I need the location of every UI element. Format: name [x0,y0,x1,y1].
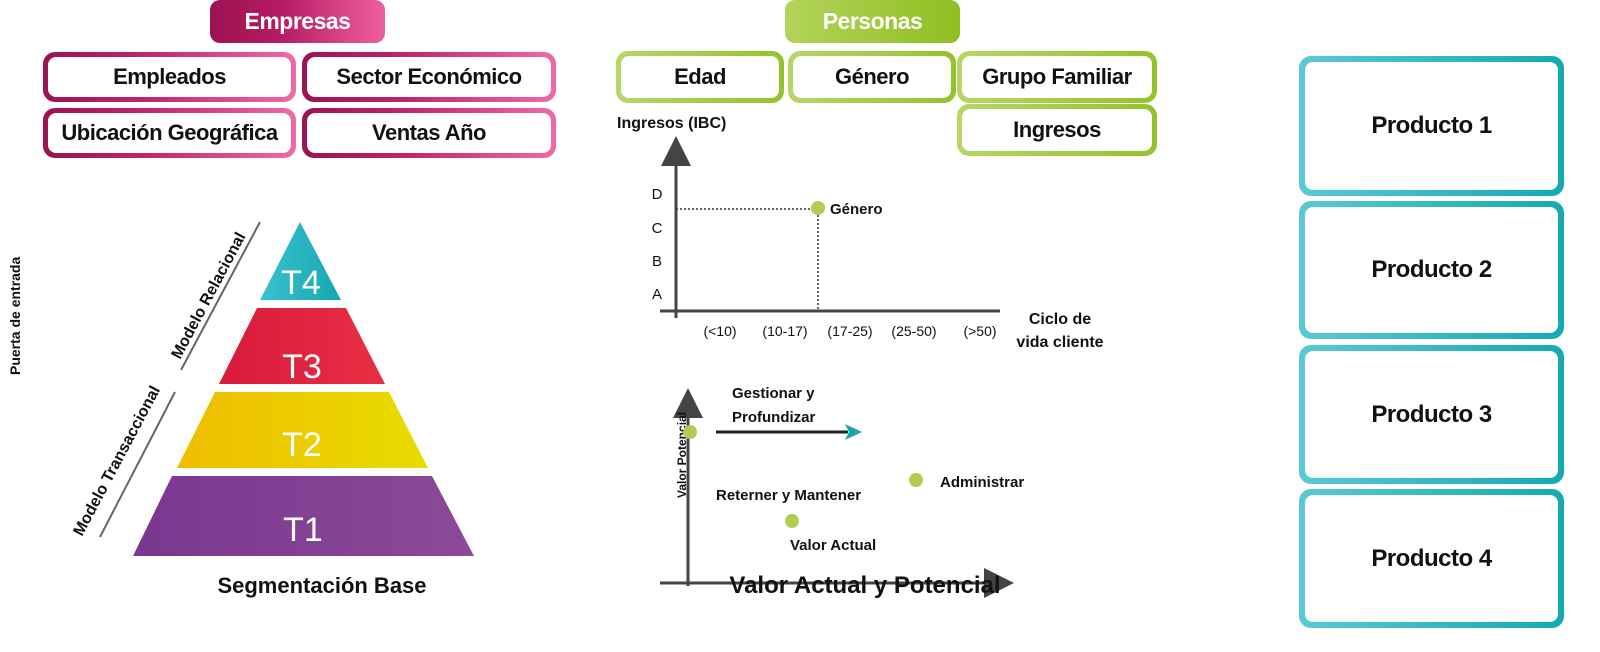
chart-ciclo-vida: Ingresos (IBC) D C B A (<10) (10-17) (17… [617,115,1104,351]
tier-label-t4: T4 [281,264,321,302]
tier-t1 [133,476,474,556]
chart1-y-label: Ingresos (IBC) [617,115,726,132]
chart1-xtick: (>50) [963,323,996,339]
chart1-x-label-1: Ciclo de [1029,311,1091,328]
empresas-box-sector: Sector Económico [302,52,556,102]
box-label: Ubicación Geográfica [48,113,291,153]
chart2-gestionar-label-2: Profundizar [732,409,815,426]
producto-label: Producto 3 [1305,351,1558,478]
chart1-xtick: (25-50) [891,323,936,339]
chart1-point-genero [811,201,825,215]
producto-4: Producto 4 [1299,489,1564,628]
tier-t3 [219,308,385,384]
personas-title: Personas [822,8,923,34]
personas-box-genero: Género [788,51,956,103]
modelo-relacional-label: Modelo Relacional [169,230,250,362]
chart1-ytick: D [652,186,663,203]
box-label: Sector Económico [307,57,551,97]
producto-1: Producto 1 [1299,56,1564,196]
empresas-box-empleados: Empleados [43,52,296,102]
personas-header: Personas [785,0,960,43]
chart2-gestionar-label-1: Gestionar y [732,385,815,402]
chart2-point-valor-actual [785,514,799,528]
relacional-divider [180,221,261,371]
empresas-title: Empresas [244,8,351,34]
pyramid: T4 T3 T2 T1 Modelo Relacional Modelo Tra… [7,221,474,598]
diagram-canvas: T4 T3 T2 T1 Modelo Relacional Modelo Tra… [7,115,1104,599]
segmentacion-base-label: Segmentación Base [217,573,426,598]
chart-valor: Valor Potencial Valor Actual y Potencial… [660,385,1024,599]
empresas-box-ubicacion: Ubicación Geográfica [43,108,296,158]
tier-label-t2: T2 [282,426,322,464]
modelo-transaccional-label: Modelo Transaccional [71,383,164,539]
personas-box-edad: Edad [616,51,784,103]
personas-box-grupo-familiar: Grupo Familiar [957,51,1157,103]
chart2-x-label: Valor Actual y Potencial [729,572,1000,599]
tier-t4 [260,222,341,300]
box-label: Género [793,56,951,98]
producto-label: Producto 1 [1305,62,1558,190]
chart1-xtick: (17-25) [827,323,872,339]
chart2-y-label: Valor Potencial [675,412,689,498]
tier-label-t3: T3 [282,348,322,386]
transaccional-divider [99,391,176,538]
box-label: Grupo Familiar [962,56,1152,98]
producto-label: Producto 2 [1305,207,1558,333]
producto-3: Producto 3 [1299,345,1564,484]
chart1-point-label: Género [830,201,883,218]
chart2-administrar-label: Administrar [940,474,1024,491]
chart1-xtick: (<10) [703,323,736,339]
chart1-ytick: C [652,220,663,237]
chart2-point-gestionar [683,425,697,439]
box-label: Ventas Año [307,113,551,153]
puerta-de-entrada-label: Puerta de entrada [7,257,23,375]
empresas-box-ventas: Ventas Año [302,108,556,158]
chart1-xtick: (10-17) [762,323,807,339]
box-label: Ingresos [962,109,1152,151]
chart2-point-administrar [909,473,923,487]
producto-label: Producto 4 [1305,495,1558,622]
box-label: Empleados [48,57,291,97]
chart2-arrow-head-icon [845,424,862,440]
chart1-x-label-2: vida cliente [1016,334,1103,351]
chart1-ytick: A [652,286,662,303]
producto-2: Producto 2 [1299,201,1564,339]
personas-box-ingresos: Ingresos [957,104,1157,156]
chart2-retener-label: Reterner y Mantener [716,487,861,504]
tier-label-t1: T1 [283,511,323,549]
box-label: Edad [621,56,779,98]
tier-t2 [177,392,428,468]
empresas-header: Empresas [210,0,385,43]
chart1-ytick: B [652,253,662,270]
chart2-valor-actual-label: Valor Actual [790,537,876,554]
